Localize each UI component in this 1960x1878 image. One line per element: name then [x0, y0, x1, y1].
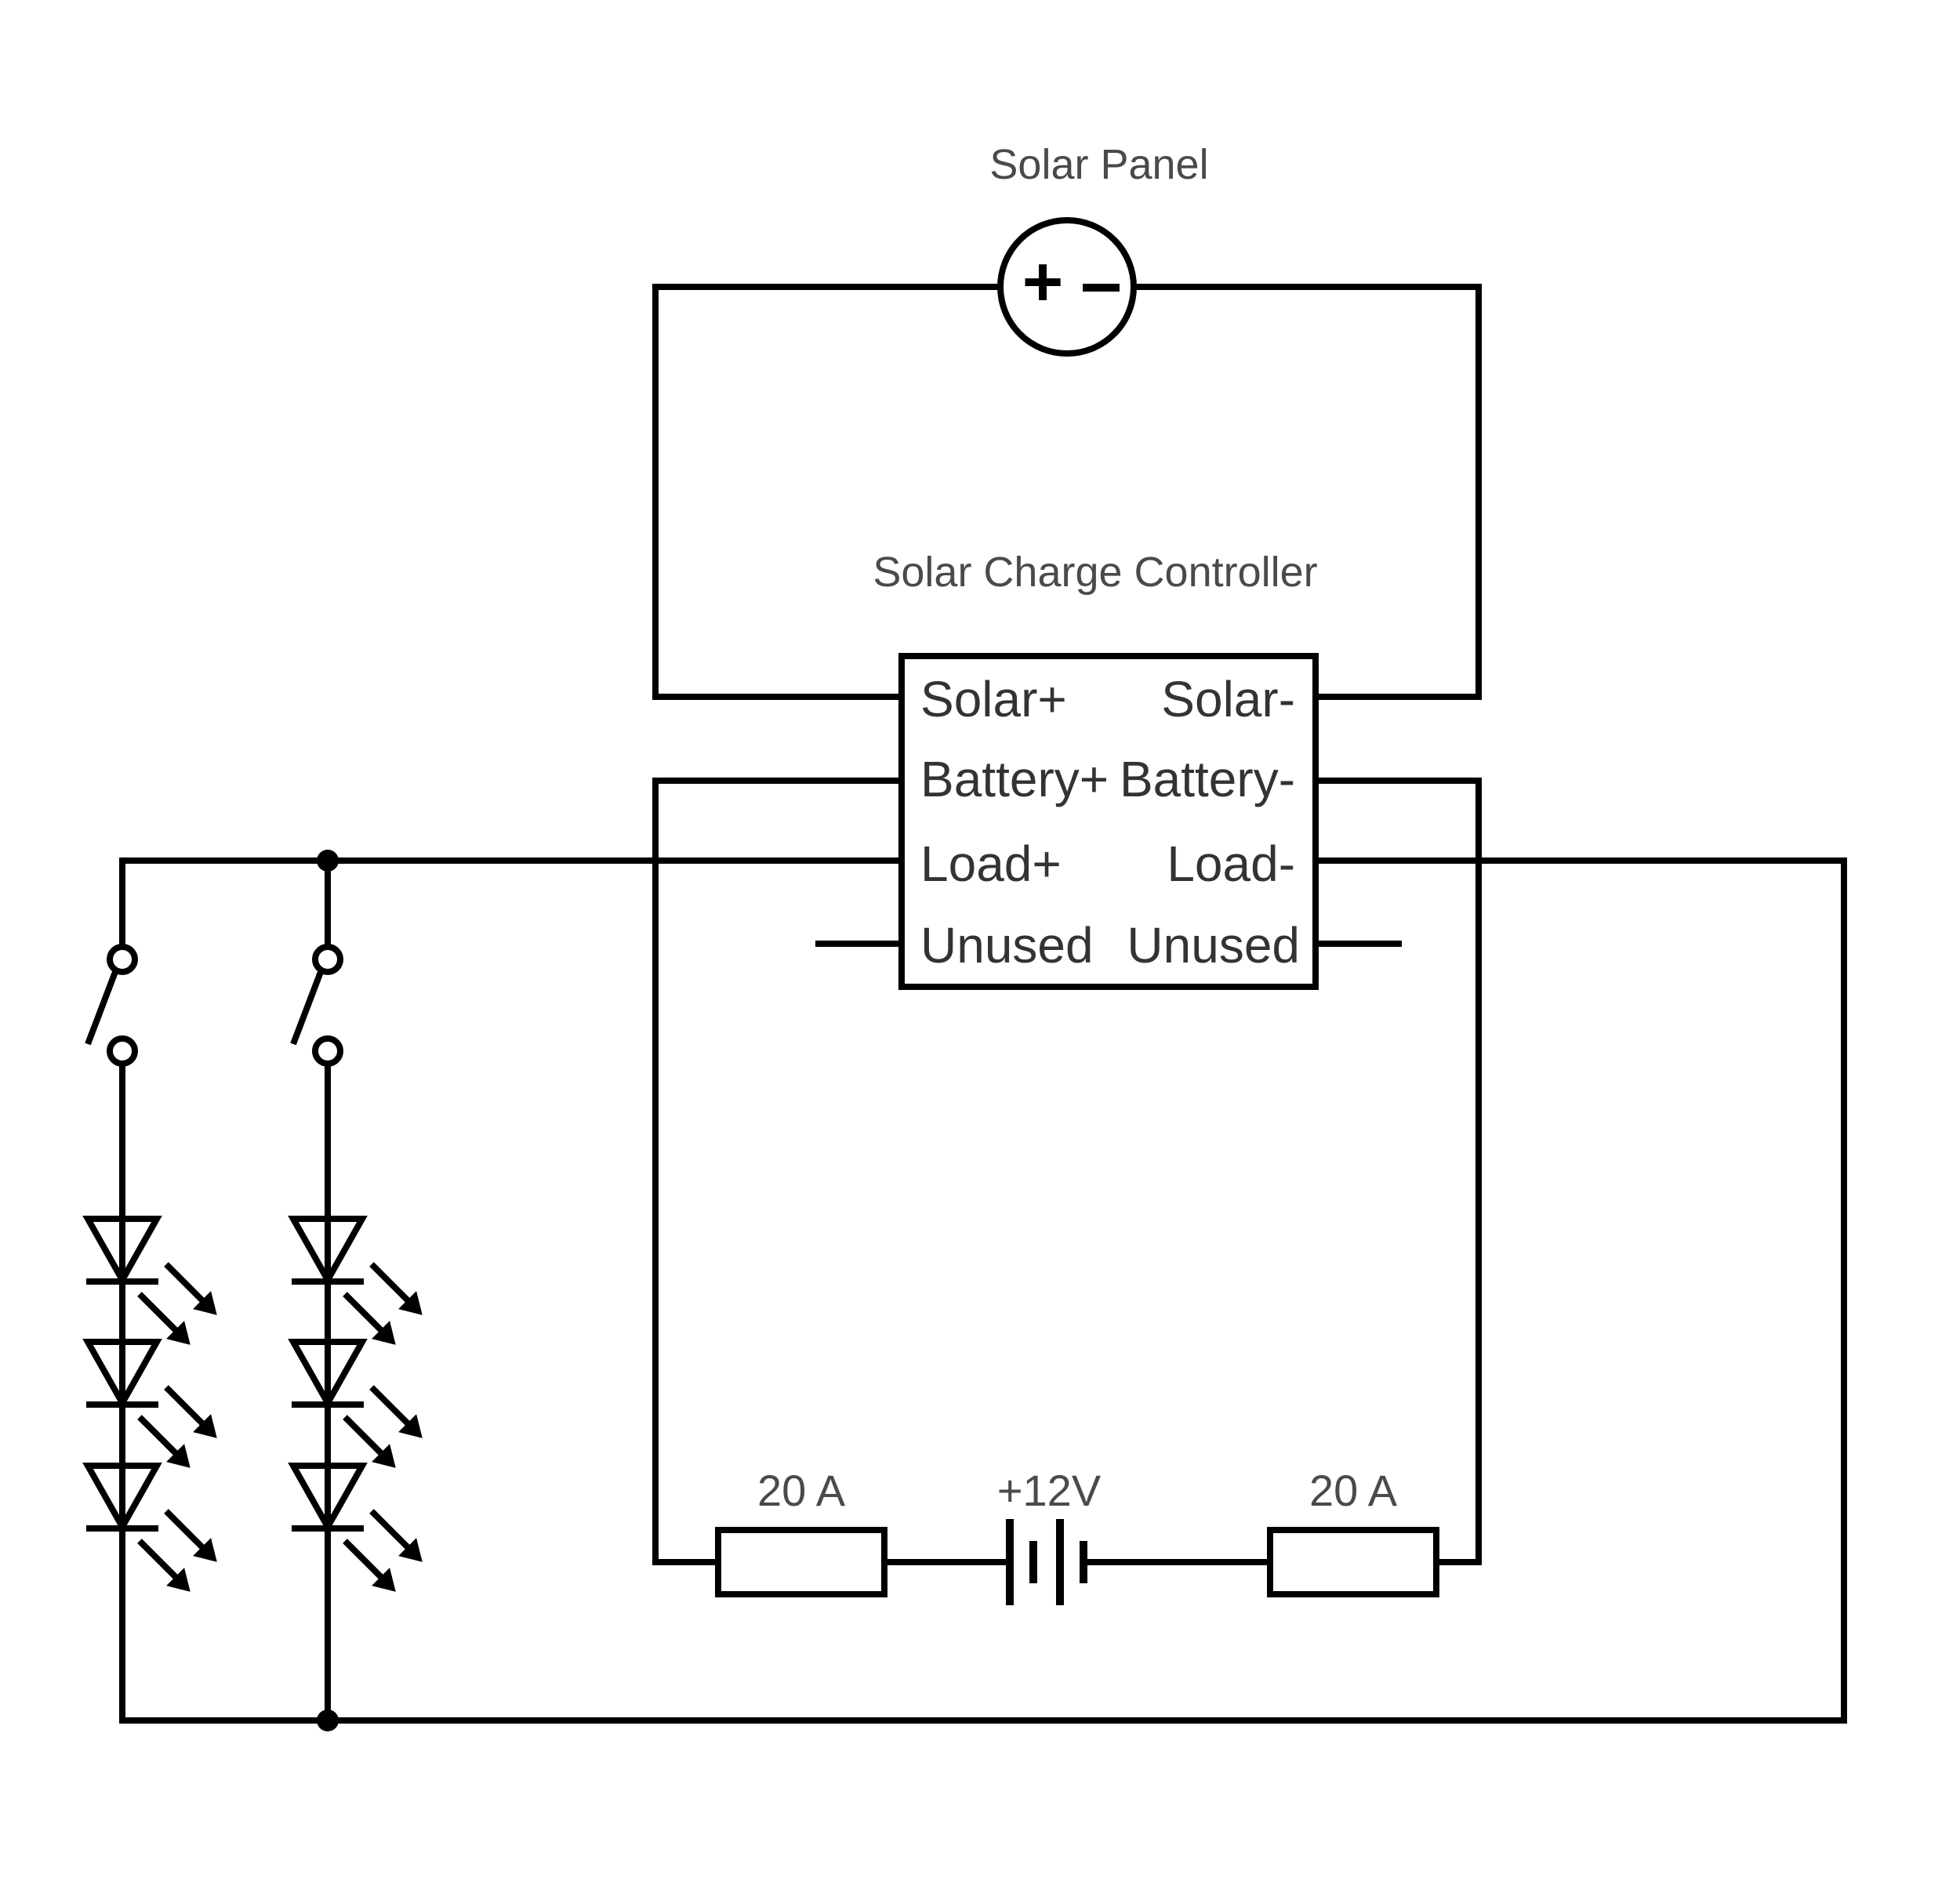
controller-label: Solar Charge Controller	[873, 549, 1317, 596]
led-string-1	[86, 1219, 215, 1590]
led-icon	[292, 1466, 420, 1590]
fuse-right-icon	[1267, 1527, 1439, 1597]
fuse-right-label: 20 A	[1309, 1466, 1398, 1515]
solar-wires	[652, 284, 1482, 700]
battery-icon	[1006, 1519, 1087, 1605]
pin-battery-minus: Battery-	[1120, 751, 1295, 807]
charge-controller-box	[898, 653, 1319, 990]
pin-solar-plus: Solar+	[920, 671, 1067, 727]
led-icon	[292, 1342, 420, 1466]
junction-dot-bottom	[317, 1709, 339, 1731]
led-icon	[292, 1219, 420, 1343]
load-wires	[119, 857, 1847, 1724]
led-icon	[86, 1342, 215, 1466]
battery-label: +12V	[997, 1466, 1102, 1515]
battery-wires	[652, 778, 1482, 1565]
switch-1-icon	[85, 944, 138, 1067]
solar-panel-icon: +	[997, 217, 1137, 357]
pin-load-plus: Load+	[920, 836, 1062, 892]
led-icon	[86, 1219, 215, 1343]
solar-panel-plus: +	[1022, 243, 1064, 321]
fuse-left-icon	[715, 1527, 887, 1597]
solar-panel-label: Solar Panel	[989, 141, 1208, 188]
led-icon	[86, 1466, 215, 1590]
junction-dot-top	[317, 850, 339, 872]
pin-unused-left: Unused	[920, 917, 1094, 973]
fuse-left-label: 20 A	[757, 1466, 846, 1515]
pin-load-minus: Load-	[1167, 836, 1295, 892]
pin-unused-right: Unused	[1127, 917, 1300, 973]
led-string-2	[292, 1219, 420, 1590]
pin-battery-plus: Battery+	[920, 751, 1109, 807]
switch-2-icon	[290, 944, 343, 1067]
pin-solar-minus: Solar-	[1161, 671, 1295, 727]
